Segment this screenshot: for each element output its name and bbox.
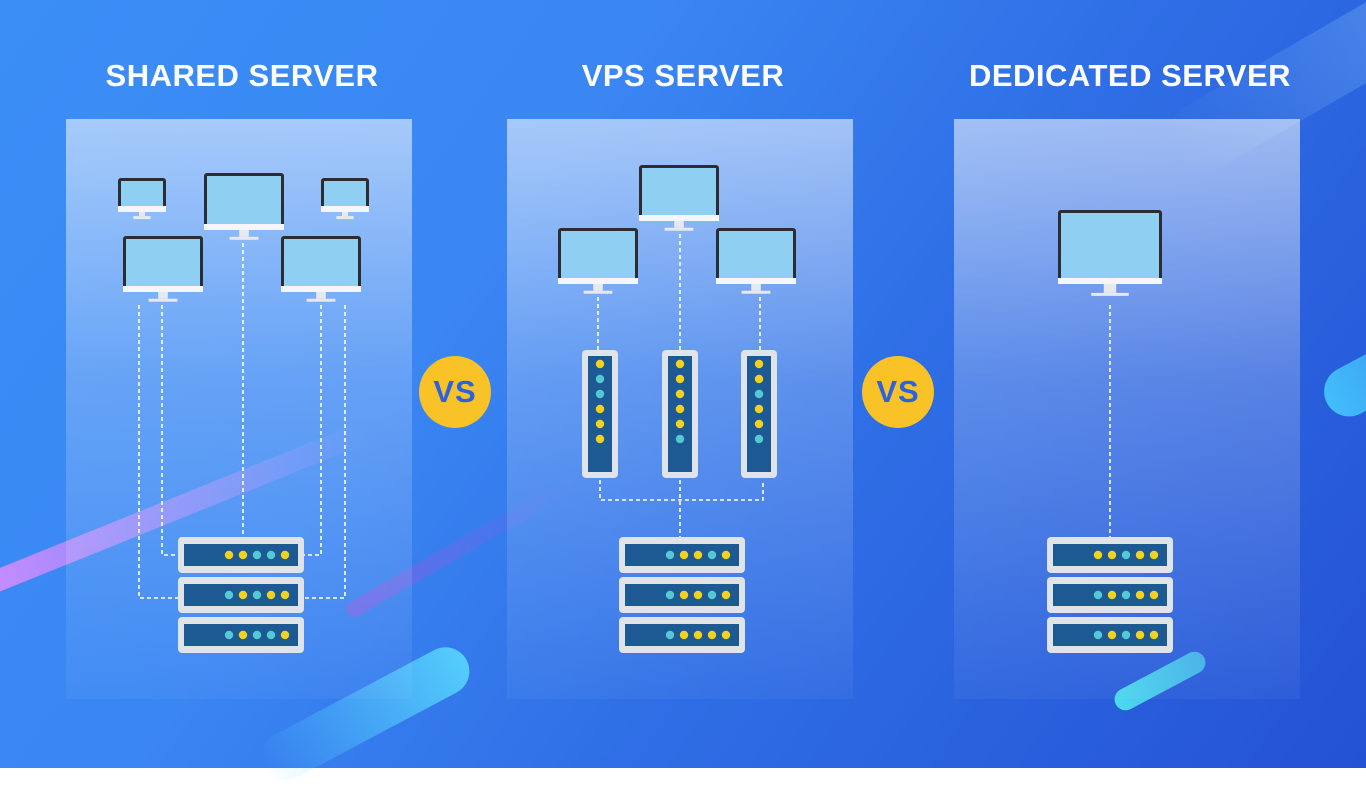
monitor-icon [204, 173, 284, 240]
vs-badge: VS [862, 356, 934, 428]
monitor-icon [639, 165, 719, 231]
connection-line [303, 305, 322, 556]
connection-line [161, 305, 180, 556]
vps-instance-icon [662, 350, 698, 478]
vps-instance-icon [741, 350, 777, 478]
connection-line [138, 305, 180, 599]
monitor-icon [123, 236, 203, 302]
shared-server-title: SHARED SERVER [105, 58, 379, 93]
server-unit-icon [619, 577, 745, 613]
server-unit-icon [619, 617, 745, 653]
server-unit-icon [1047, 577, 1173, 613]
monitor-icon [118, 178, 166, 220]
monitor-icon [716, 228, 796, 294]
connection-line [303, 305, 346, 599]
monitor-icon [1058, 210, 1162, 296]
hosting-diagram [118, 165, 1173, 653]
server-unit-icon [178, 537, 304, 573]
vs-badge: VS [419, 356, 491, 428]
server-unit-icon [619, 537, 745, 573]
server-unit-icon [178, 577, 304, 613]
monitor-icon [321, 178, 369, 220]
connection-line [599, 480, 764, 501]
server-unit-icon [178, 617, 304, 653]
vps-instance-icon [582, 350, 618, 478]
server-unit-icon [1047, 537, 1173, 573]
monitor-icon [558, 228, 638, 294]
dedicated-server-title: DEDICATED SERVER [968, 58, 1292, 93]
monitor-icon [281, 236, 361, 302]
server-unit-icon [1047, 617, 1173, 653]
vps-server-title: VPS SERVER [581, 58, 785, 93]
connection-lines [138, 234, 1111, 599]
